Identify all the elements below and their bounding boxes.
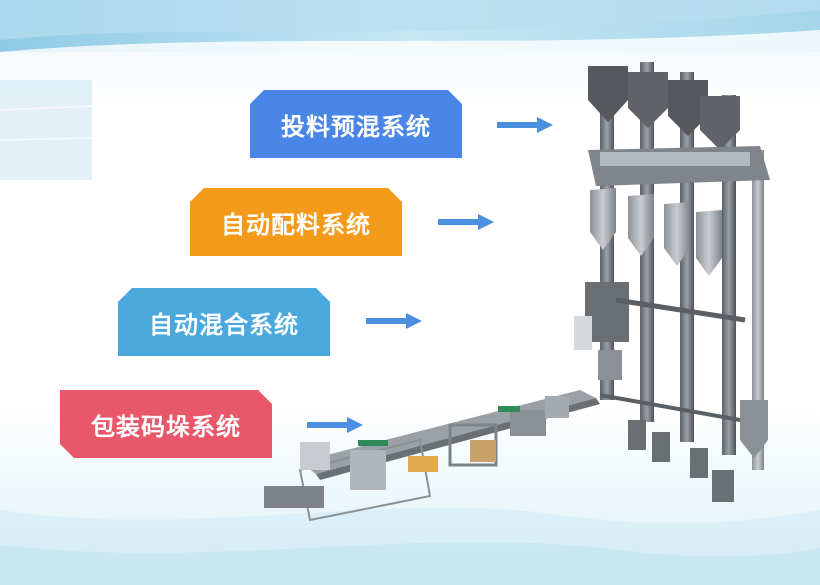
arrow-packing xyxy=(307,417,363,433)
label-auto-batching-system: 自动配料系统 xyxy=(190,188,402,256)
label-feeding-premix-system: 投料预混系统 xyxy=(250,90,462,158)
left-decoration xyxy=(0,80,92,180)
bottom-decoration-wave xyxy=(0,507,820,585)
label-packing-palletizing-system: 包装码垛系统 xyxy=(60,390,272,458)
production-line-illustration xyxy=(264,62,770,522)
arrow-feeding xyxy=(497,117,553,133)
top-decoration-band xyxy=(0,0,820,52)
label-auto-mixing-system: 自动混合系统 xyxy=(118,288,330,356)
arrow-mixing xyxy=(366,313,422,329)
arrow-batching xyxy=(438,214,494,230)
